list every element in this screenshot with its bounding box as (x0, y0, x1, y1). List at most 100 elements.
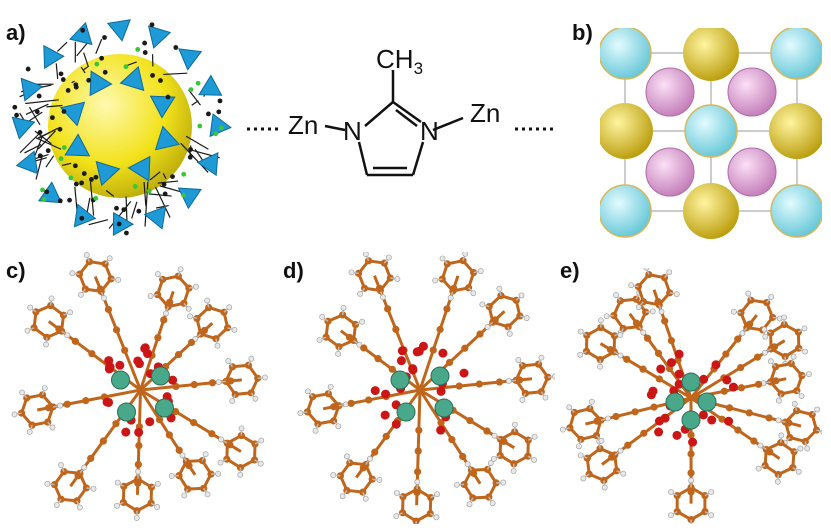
zif8-cage-icon (11, 19, 232, 237)
framework-atom (58, 156, 64, 162)
carbon-atom (174, 350, 183, 359)
framework-atom (162, 191, 168, 197)
carbon-atom (745, 320, 754, 328)
framework-bond (25, 99, 59, 105)
hydrogen-atom (44, 480, 51, 487)
lattice-sphere-pink (727, 147, 777, 197)
carbon-atom (412, 517, 420, 524)
hydrogen-atom (362, 495, 369, 502)
framework-atom (25, 66, 31, 72)
lattice-sphere-yellow (683, 183, 739, 239)
hydrogen-atom (305, 388, 311, 395)
hydrogen-atom (466, 501, 473, 508)
carbon-atom (134, 479, 142, 487)
framework-atom (89, 177, 94, 182)
framework-atom (206, 111, 211, 117)
hydrogen-atom (511, 421, 518, 428)
hydrogen-atom (484, 324, 491, 330)
framework-atom (86, 77, 92, 83)
carbon-atom (147, 483, 156, 491)
hydrogen-atom (163, 310, 169, 317)
framework-atom (149, 22, 155, 28)
hydrogen-atom (90, 485, 97, 492)
oxygen-atom (140, 343, 150, 353)
tetrahedron-outer (69, 21, 93, 46)
carbon-atom (687, 469, 695, 477)
hydrogen-atom (757, 442, 764, 449)
carbon-atom (166, 298, 174, 306)
oxygen-atom (646, 390, 656, 400)
carbon-atom (613, 467, 621, 475)
hydrogen-atom (781, 314, 787, 321)
carbon-atom (737, 384, 746, 392)
framework-atom (181, 192, 186, 198)
framework-bond (188, 89, 201, 106)
hydrogen-atom (193, 283, 199, 290)
carbon-atom (500, 437, 508, 446)
carbon-atom (582, 347, 591, 355)
oxygen-atom (699, 374, 709, 384)
oxygen-atom (396, 356, 406, 366)
framework-bond (162, 172, 167, 180)
carbon-atom (448, 436, 456, 444)
carbon-atom (200, 326, 208, 335)
carbon-atom (60, 468, 68, 476)
hydrogen-atom (462, 252, 469, 257)
framework-atom (135, 47, 141, 52)
oxygen-atom (381, 389, 391, 399)
framework-atom (213, 131, 219, 137)
carbon-atom (753, 353, 762, 361)
framework-atom (99, 55, 104, 61)
lattice-sphere-yellow (683, 28, 739, 81)
carbon-atom (640, 429, 648, 437)
framework-bond (143, 181, 147, 206)
hydrogen-atom (601, 484, 608, 491)
tetrahedron-outer (178, 48, 203, 71)
hydrogen-atom (597, 363, 603, 370)
hydrogen-atom (479, 301, 486, 308)
carbon-atom (687, 431, 695, 439)
hydrogen-atom (490, 455, 497, 462)
framework-atom (40, 187, 45, 193)
n-left-label: N (343, 116, 362, 146)
carbon-atom (190, 381, 198, 389)
metal-atom (665, 392, 685, 412)
carbon-atom (632, 295, 640, 303)
carbon-atom (112, 420, 120, 428)
framework-atom (216, 109, 222, 115)
carbon-atom (491, 316, 499, 324)
hydrogen-atom (218, 436, 225, 443)
hydrogen-atom (57, 402, 63, 409)
hydrogen-atom (215, 470, 222, 477)
hydrogen-atom (376, 477, 383, 483)
oxygen-atom (414, 346, 424, 356)
metal-atom (681, 410, 701, 430)
lattice-sphere-pink (645, 67, 695, 117)
hydrogen-atom (761, 326, 768, 333)
framework-bond (34, 130, 52, 145)
carbon-atom (355, 269, 363, 277)
framework-atom (94, 61, 100, 67)
carbon-atom (720, 387, 728, 395)
hydrogen-atom (330, 472, 337, 478)
framework-atom (170, 174, 175, 179)
carbon-atom (336, 472, 344, 480)
carbon-atom (165, 431, 173, 439)
hydrogen-atom (434, 491, 440, 498)
hydrogen-atom (820, 429, 822, 435)
hydrogen-atom (617, 352, 624, 359)
hydrogen-atom (229, 398, 236, 404)
carbon-atom (510, 460, 518, 468)
carbon-atom (254, 374, 262, 382)
framework-atom (93, 174, 99, 180)
cluster-structure-icon (11, 252, 268, 521)
carbon-atom (371, 448, 379, 456)
framework-bond (144, 181, 149, 227)
hydrogen-atom (202, 451, 209, 458)
hydrogen-atom (775, 417, 782, 424)
carbon-atom (74, 472, 82, 480)
carbon-atom (455, 382, 463, 390)
hydrogen-atom (797, 445, 804, 452)
framework-atom (218, 125, 224, 131)
oxygen-atom (722, 375, 732, 385)
